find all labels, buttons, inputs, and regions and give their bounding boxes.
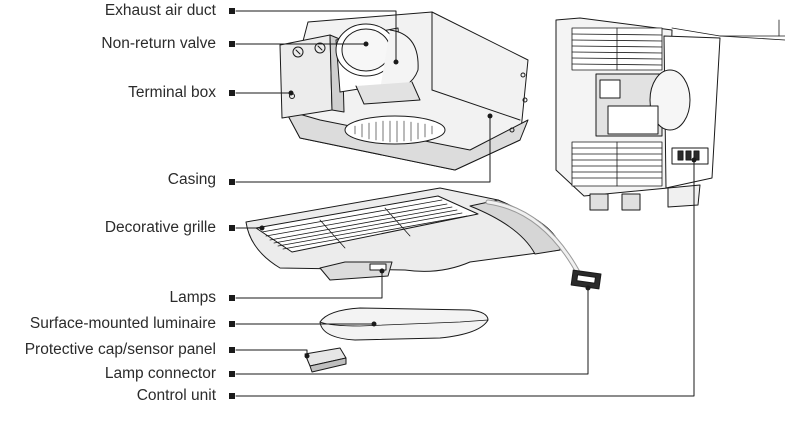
leader-markers <box>229 8 697 399</box>
label-surface-mounted-luminaire: Surface-mounted luminaire <box>29 315 216 332</box>
leader-lines <box>235 10 695 397</box>
cap-drawing <box>304 347 347 373</box>
luminaire-drawing <box>319 307 489 341</box>
label-lamp-connector: Lamp connector <box>104 365 216 382</box>
terminal-box-drawing <box>279 34 345 119</box>
label-casing: Casing <box>167 171 216 188</box>
label-terminal-box: Terminal box <box>128 84 216 101</box>
label-protective-cap-sensor-panel: Protective cap/sensor panel <box>24 341 216 358</box>
label-lamps: Lamps <box>169 289 216 306</box>
grille-drawing <box>245 187 602 290</box>
control-unit-drawing <box>555 17 785 211</box>
label-exhaust-air-duct: Exhaust air duct <box>104 2 216 19</box>
label-non-return-valve: Non-return valve <box>101 35 216 52</box>
label-control-unit: Control unit <box>136 387 216 404</box>
label-decorative-grille: Decorative grille <box>104 219 216 236</box>
